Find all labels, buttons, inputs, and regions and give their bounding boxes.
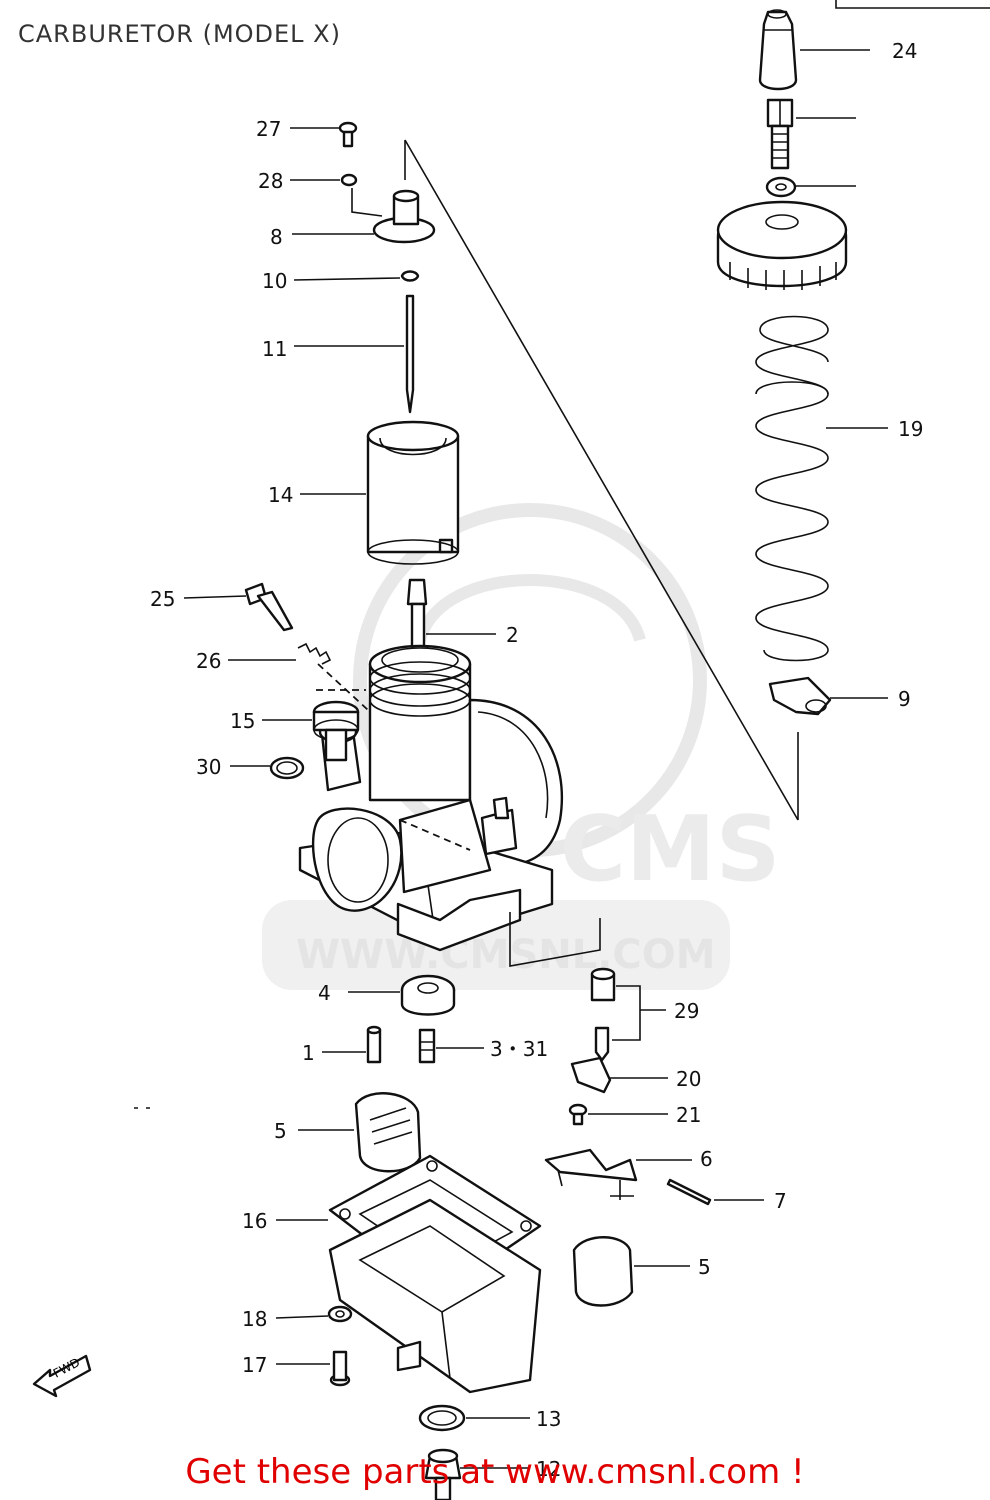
callout-25: 25 [150, 587, 175, 611]
part-11-jet-needle [405, 294, 415, 414]
callout-24: 24 [892, 39, 917, 63]
part-9-plate [768, 676, 832, 716]
callout-3-31: 3・31 [490, 1037, 548, 1061]
part-29-needle-valve [590, 967, 616, 1062]
callout-16: 16 [242, 1209, 267, 1233]
part-28-washer [340, 173, 358, 187]
callout-13: 13 [536, 1407, 561, 1431]
page-title: CARBURETOR (MODEL X) [18, 20, 341, 48]
callout-19: 19 [898, 417, 923, 441]
part-24-cap-cover [758, 9, 798, 91]
part-18-washer [327, 1305, 353, 1323]
callout-1: 1 [302, 1041, 315, 1065]
part-25-pilot-screw [244, 582, 294, 632]
callout-7: 7 [774, 1189, 787, 1213]
fwd-arrow-icon: FWD [32, 1354, 92, 1398]
leader-28-8 [351, 188, 383, 217]
part-21-screw [568, 1103, 588, 1126]
callout-5-lower: 5 [698, 1255, 711, 1279]
part-14-throttle-slide [366, 420, 460, 565]
carburetor-body [298, 644, 564, 952]
part-19-throttle-spring [755, 315, 829, 662]
part-adjuster-bolt [766, 98, 794, 170]
part-7-pin [666, 1178, 712, 1206]
callout-18: 18 [242, 1307, 267, 1331]
part-3-main-jet [418, 1028, 436, 1064]
callout-29: 29 [674, 999, 699, 1023]
callout-30: 30 [196, 755, 221, 779]
callout-4: 4 [318, 981, 331, 1005]
part-6-float-arm [544, 1148, 638, 1200]
float-bowl [328, 1198, 542, 1394]
callout-8: 8 [270, 225, 283, 249]
part-13-o-ring [418, 1404, 466, 1432]
watermark-logo: CMS [560, 797, 780, 902]
part-27-screw [338, 121, 358, 148]
callout-5-upper: 5 [274, 1119, 287, 1143]
leader-lines [183, 49, 888, 1469]
callout-26: 26 [196, 649, 221, 673]
watermark: WWW.CMSNL.COM CMS [262, 503, 780, 990]
part-mixing-chamber-top [716, 200, 848, 290]
callout-12: 12 [536, 1457, 561, 1481]
part-8-needle-retainer [372, 189, 436, 244]
callout-17: 17 [242, 1353, 267, 1377]
callout-6: 6 [700, 1147, 713, 1171]
part-1-pilot-jet [366, 1025, 382, 1064]
watermark-text: WWW.CMSNL.COM [296, 932, 716, 978]
part-4-seal [400, 974, 456, 1016]
callout-numbers: 24 27 28 8 10 11 14 19 25 2 26 9 15 30 4… [150, 39, 923, 1481]
part-15-starter-plunger [312, 700, 360, 762]
part-17-screw [329, 1350, 351, 1387]
callout-27: 27 [256, 117, 281, 141]
part-lock-nut [765, 176, 797, 198]
callout-9: 9 [898, 687, 911, 711]
callout-10: 10 [262, 269, 287, 293]
part-12-drain-plug [424, 1448, 462, 1500]
callout-15: 15 [230, 709, 255, 733]
assembly-guide-line [404, 139, 799, 821]
footer-link-text[interactable]: Get these parts at www.cmsnl.com ! [185, 1452, 805, 1492]
frame-corner [835, 0, 990, 9]
callout-28: 28 [258, 169, 283, 193]
callout-2: 2 [506, 623, 519, 647]
callout-20: 20 [676, 1067, 701, 1091]
callout-14: 14 [268, 483, 293, 507]
part-10-clip [400, 270, 420, 282]
part-30-o-ring [269, 756, 305, 780]
callout-11: 11 [262, 337, 287, 361]
part-26-spring [297, 642, 332, 665]
bracket-body [509, 912, 601, 967]
part-20-plate [570, 1056, 612, 1094]
callout-21: 21 [676, 1103, 701, 1127]
part-5-float-lower [572, 1236, 634, 1307]
part-5-float-upper [354, 1092, 422, 1173]
